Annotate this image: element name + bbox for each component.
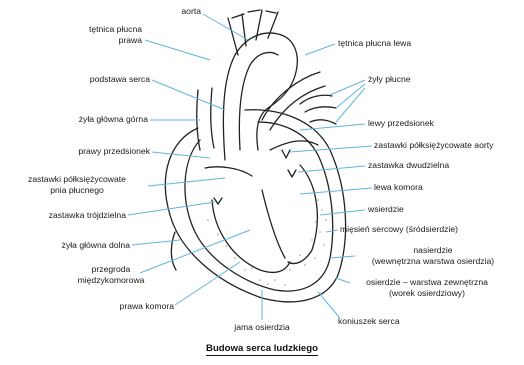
aortic-valve xyxy=(282,150,290,158)
right-ventricle-wall xyxy=(212,200,290,272)
label-heart-base: podstawa serca xyxy=(60,74,150,85)
label-pericardium: osierdzie – warstwa zewnętrzna (worek os… xyxy=(352,277,502,298)
leader-osierdzie xyxy=(336,278,350,283)
leader-wsierdzie xyxy=(320,210,365,215)
aorta xyxy=(223,33,297,160)
leader-koniuszek xyxy=(318,292,340,318)
label-epicardium: nasierdzie (wewnętrzna warstwa osierdzia… xyxy=(358,245,508,266)
label-pulmonary-veins: żyły płucne xyxy=(368,74,411,85)
leader-lewa-komora xyxy=(300,188,372,194)
label-pericardial-cavity: jama osierdzia xyxy=(212,322,312,333)
leader-zyla-dolna xyxy=(132,240,180,245)
leader-tetnica-lewa xyxy=(305,44,335,55)
leader-prawy-przedsionek xyxy=(152,152,210,158)
tricuspid-valve xyxy=(214,198,222,204)
label-superior-vena-cava: żyła główna górna xyxy=(44,114,148,125)
label-septum: przegroda międzykomorowa xyxy=(70,264,152,285)
heart-outline xyxy=(185,122,333,291)
label-myocardium: mięsień sercowy (śródsierdzie) xyxy=(340,224,458,235)
label-right-ventricle: prawa komora xyxy=(110,301,174,312)
label-aortic-semilunar-valves: zastawki półksiężycowate aorty xyxy=(374,140,493,151)
label-pulmonary-semilunar-valves: zastawki półksiężycowate pnia płucnego xyxy=(8,174,146,195)
septum xyxy=(262,190,285,258)
leader-zyly-plucne-1 xyxy=(330,80,365,95)
label-pulmonary-artery-left: tętnica płucna lewa xyxy=(338,38,411,49)
label-endocardium: wsierdzie xyxy=(368,204,404,215)
label-left-ventricle: lewa komora xyxy=(374,182,423,193)
caption-text: Budowa serca ludzkiego xyxy=(206,343,318,356)
leader-tetnica-prawa xyxy=(145,40,210,60)
label-inferior-vena-cava: żyła główna dolna xyxy=(22,240,130,251)
label-pulmonary-artery-right: tętnica płucna prawa xyxy=(70,24,142,45)
leader-miesien xyxy=(326,230,338,232)
label-apex: koniuszek serca xyxy=(338,316,400,327)
left-ventricle-wall xyxy=(288,165,317,264)
label-tricuspid-valve: zastawka trójdzielna xyxy=(16,210,126,221)
leader-aorta xyxy=(203,14,248,40)
label-right-atrium: prawy przedsionek xyxy=(54,146,150,157)
leader-zastawki-pnia xyxy=(148,178,225,186)
label-left-atrium: lewy przedsionek xyxy=(368,118,434,129)
label-aorta: aorta xyxy=(160,6,201,17)
leader-zastawka-trojdzielna xyxy=(128,202,215,215)
label-mitral-valve: zastawka dwudzielna xyxy=(368,160,449,171)
leader-podstawa xyxy=(152,80,225,110)
mitral-valve xyxy=(288,170,296,177)
leader-zastawka-dwudzielna xyxy=(298,166,365,172)
figure-caption: Budowa serca ludzkiego xyxy=(0,343,524,354)
inferior-vena-cava xyxy=(171,232,176,270)
